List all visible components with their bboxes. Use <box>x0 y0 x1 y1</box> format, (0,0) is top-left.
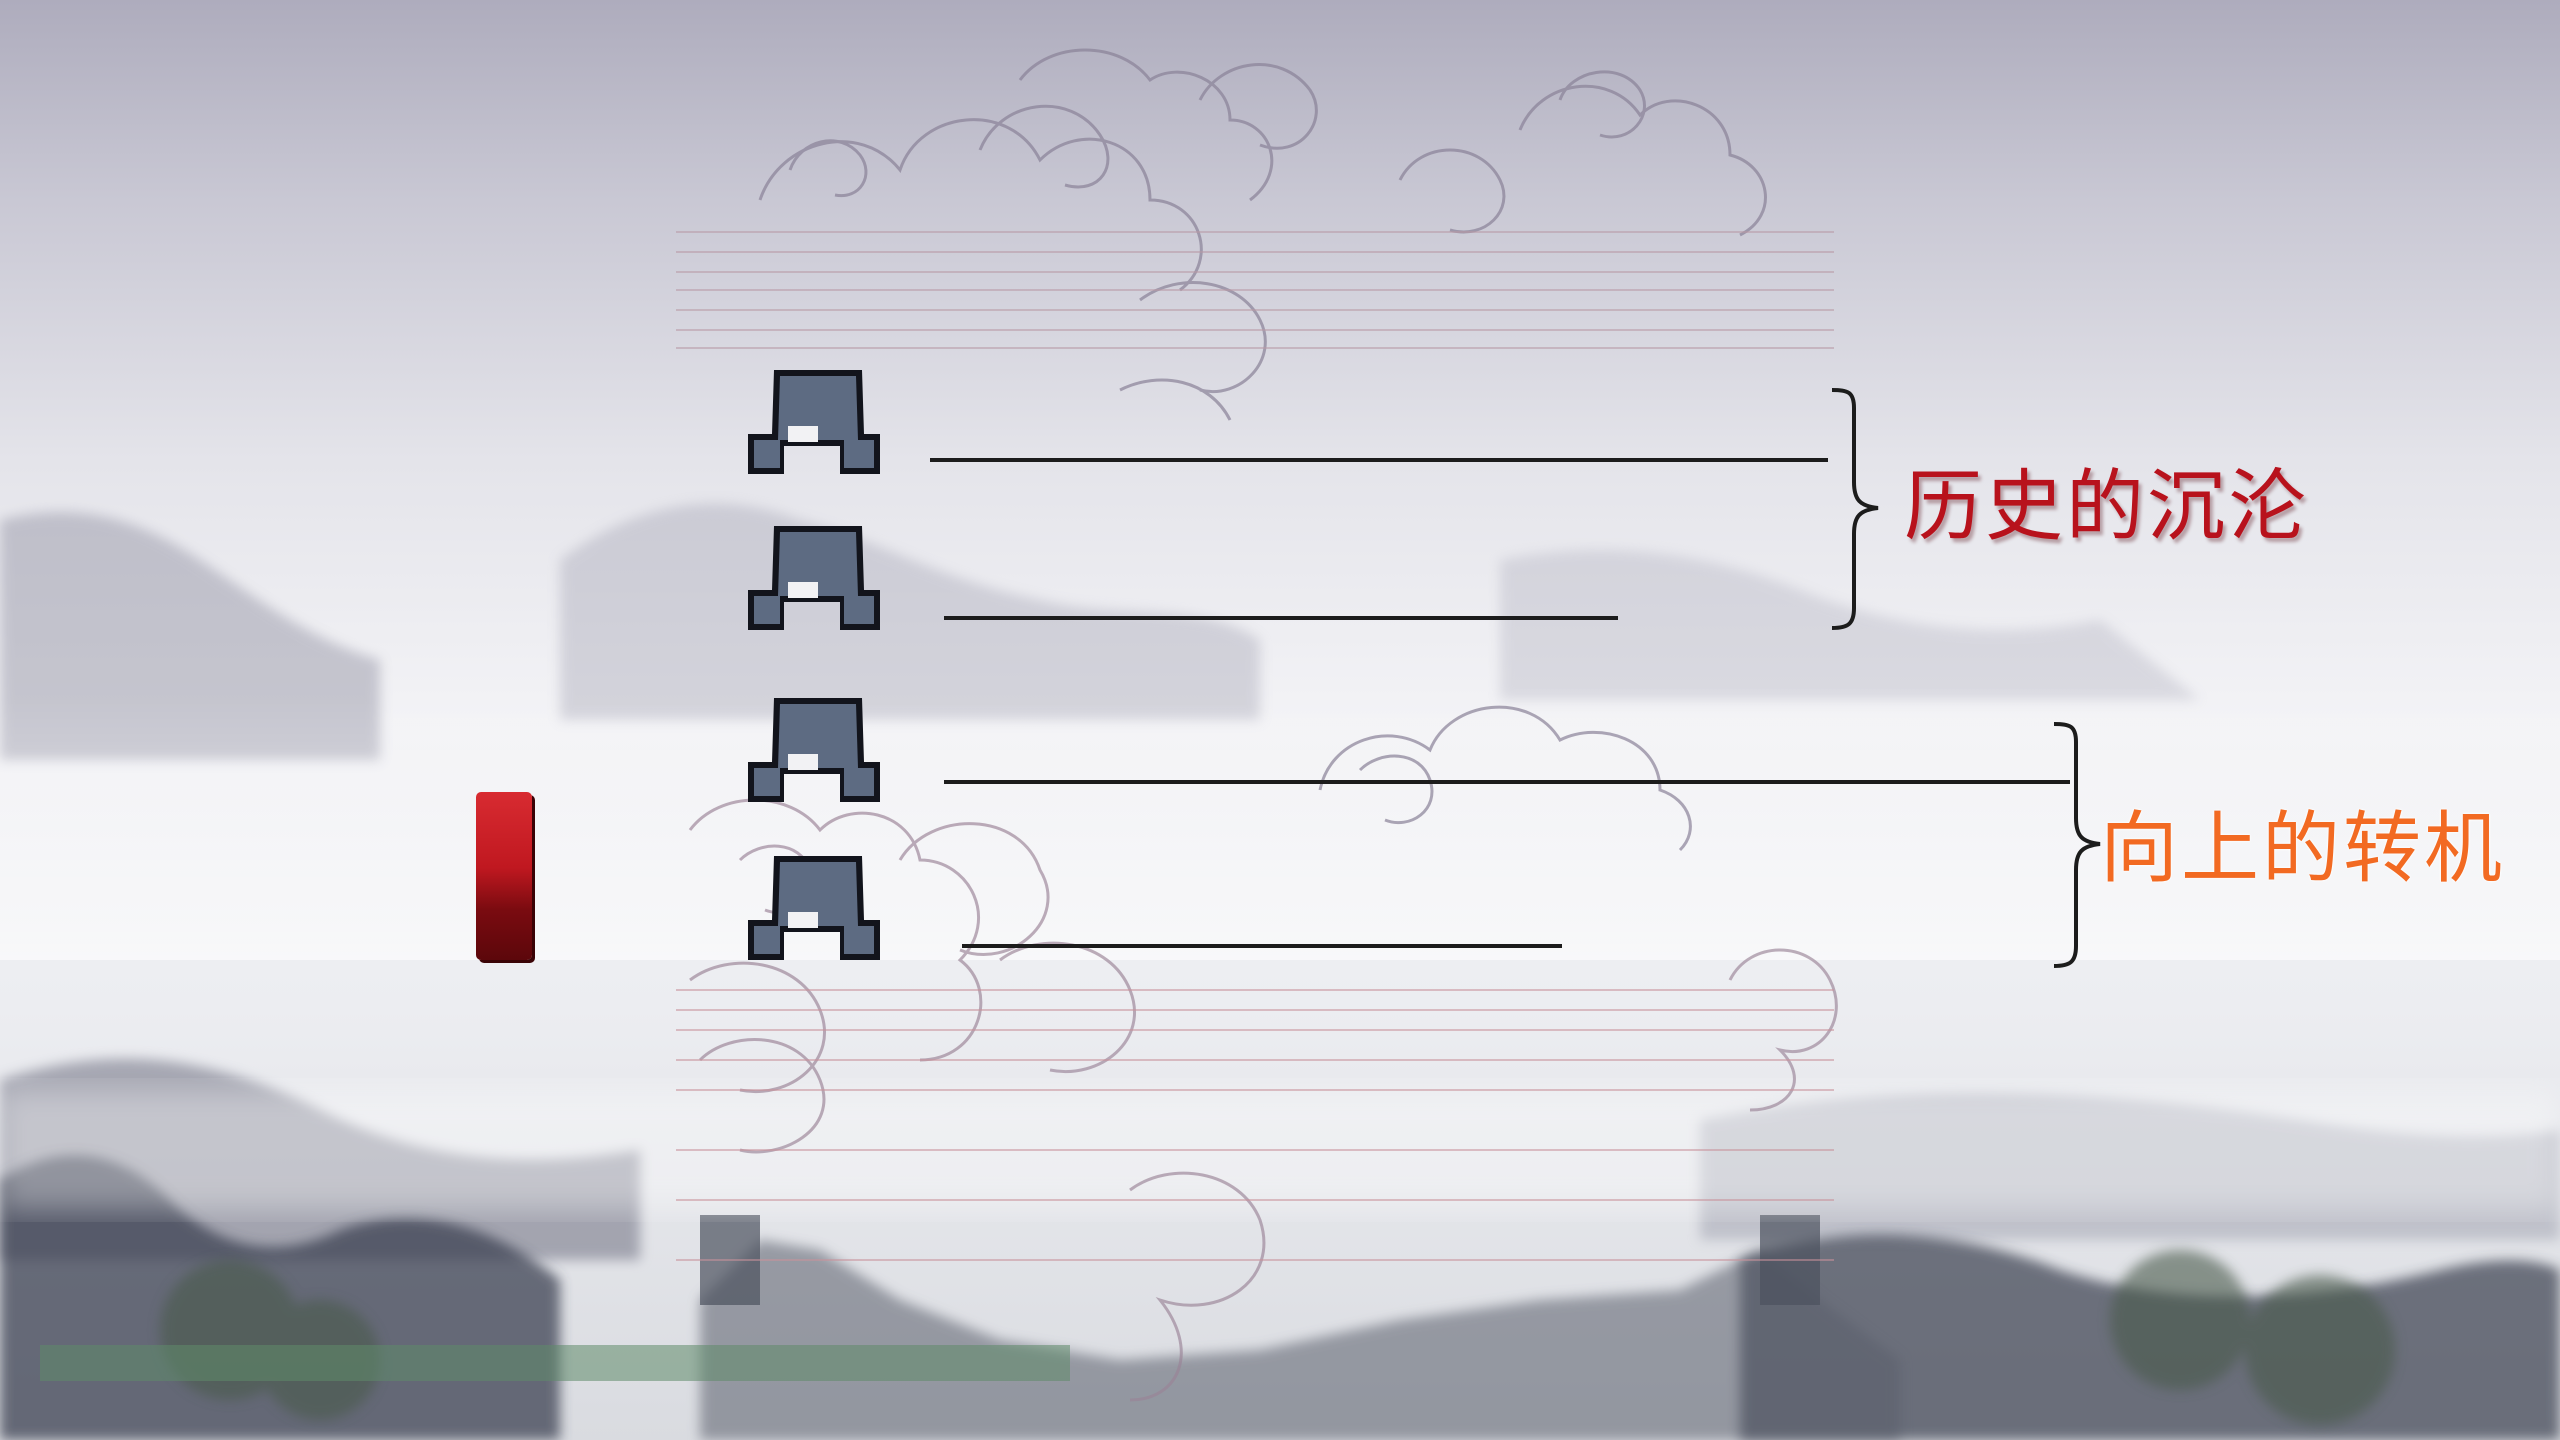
blank-line <box>944 780 2070 784</box>
bracket-decline <box>1831 388 1879 630</box>
list-item <box>744 522 1644 632</box>
blank-line <box>962 944 1562 948</box>
ink-block-icon <box>748 856 880 960</box>
blank-line <box>930 458 1828 462</box>
list-item <box>744 366 1844 476</box>
blank-line <box>944 616 1618 620</box>
list-item <box>744 852 1604 962</box>
group-label-turn: 向上的转机 <box>2100 804 2506 894</box>
list-item <box>744 694 2084 804</box>
ink-block-icon <box>748 526 880 630</box>
group-label-decline: 历史的沉沦 <box>1904 462 2310 552</box>
ink-block-icon <box>748 698 880 802</box>
ink-block-icon <box>748 370 880 474</box>
bracket-turn <box>2053 722 2101 968</box>
red-seal-icon <box>476 792 532 960</box>
